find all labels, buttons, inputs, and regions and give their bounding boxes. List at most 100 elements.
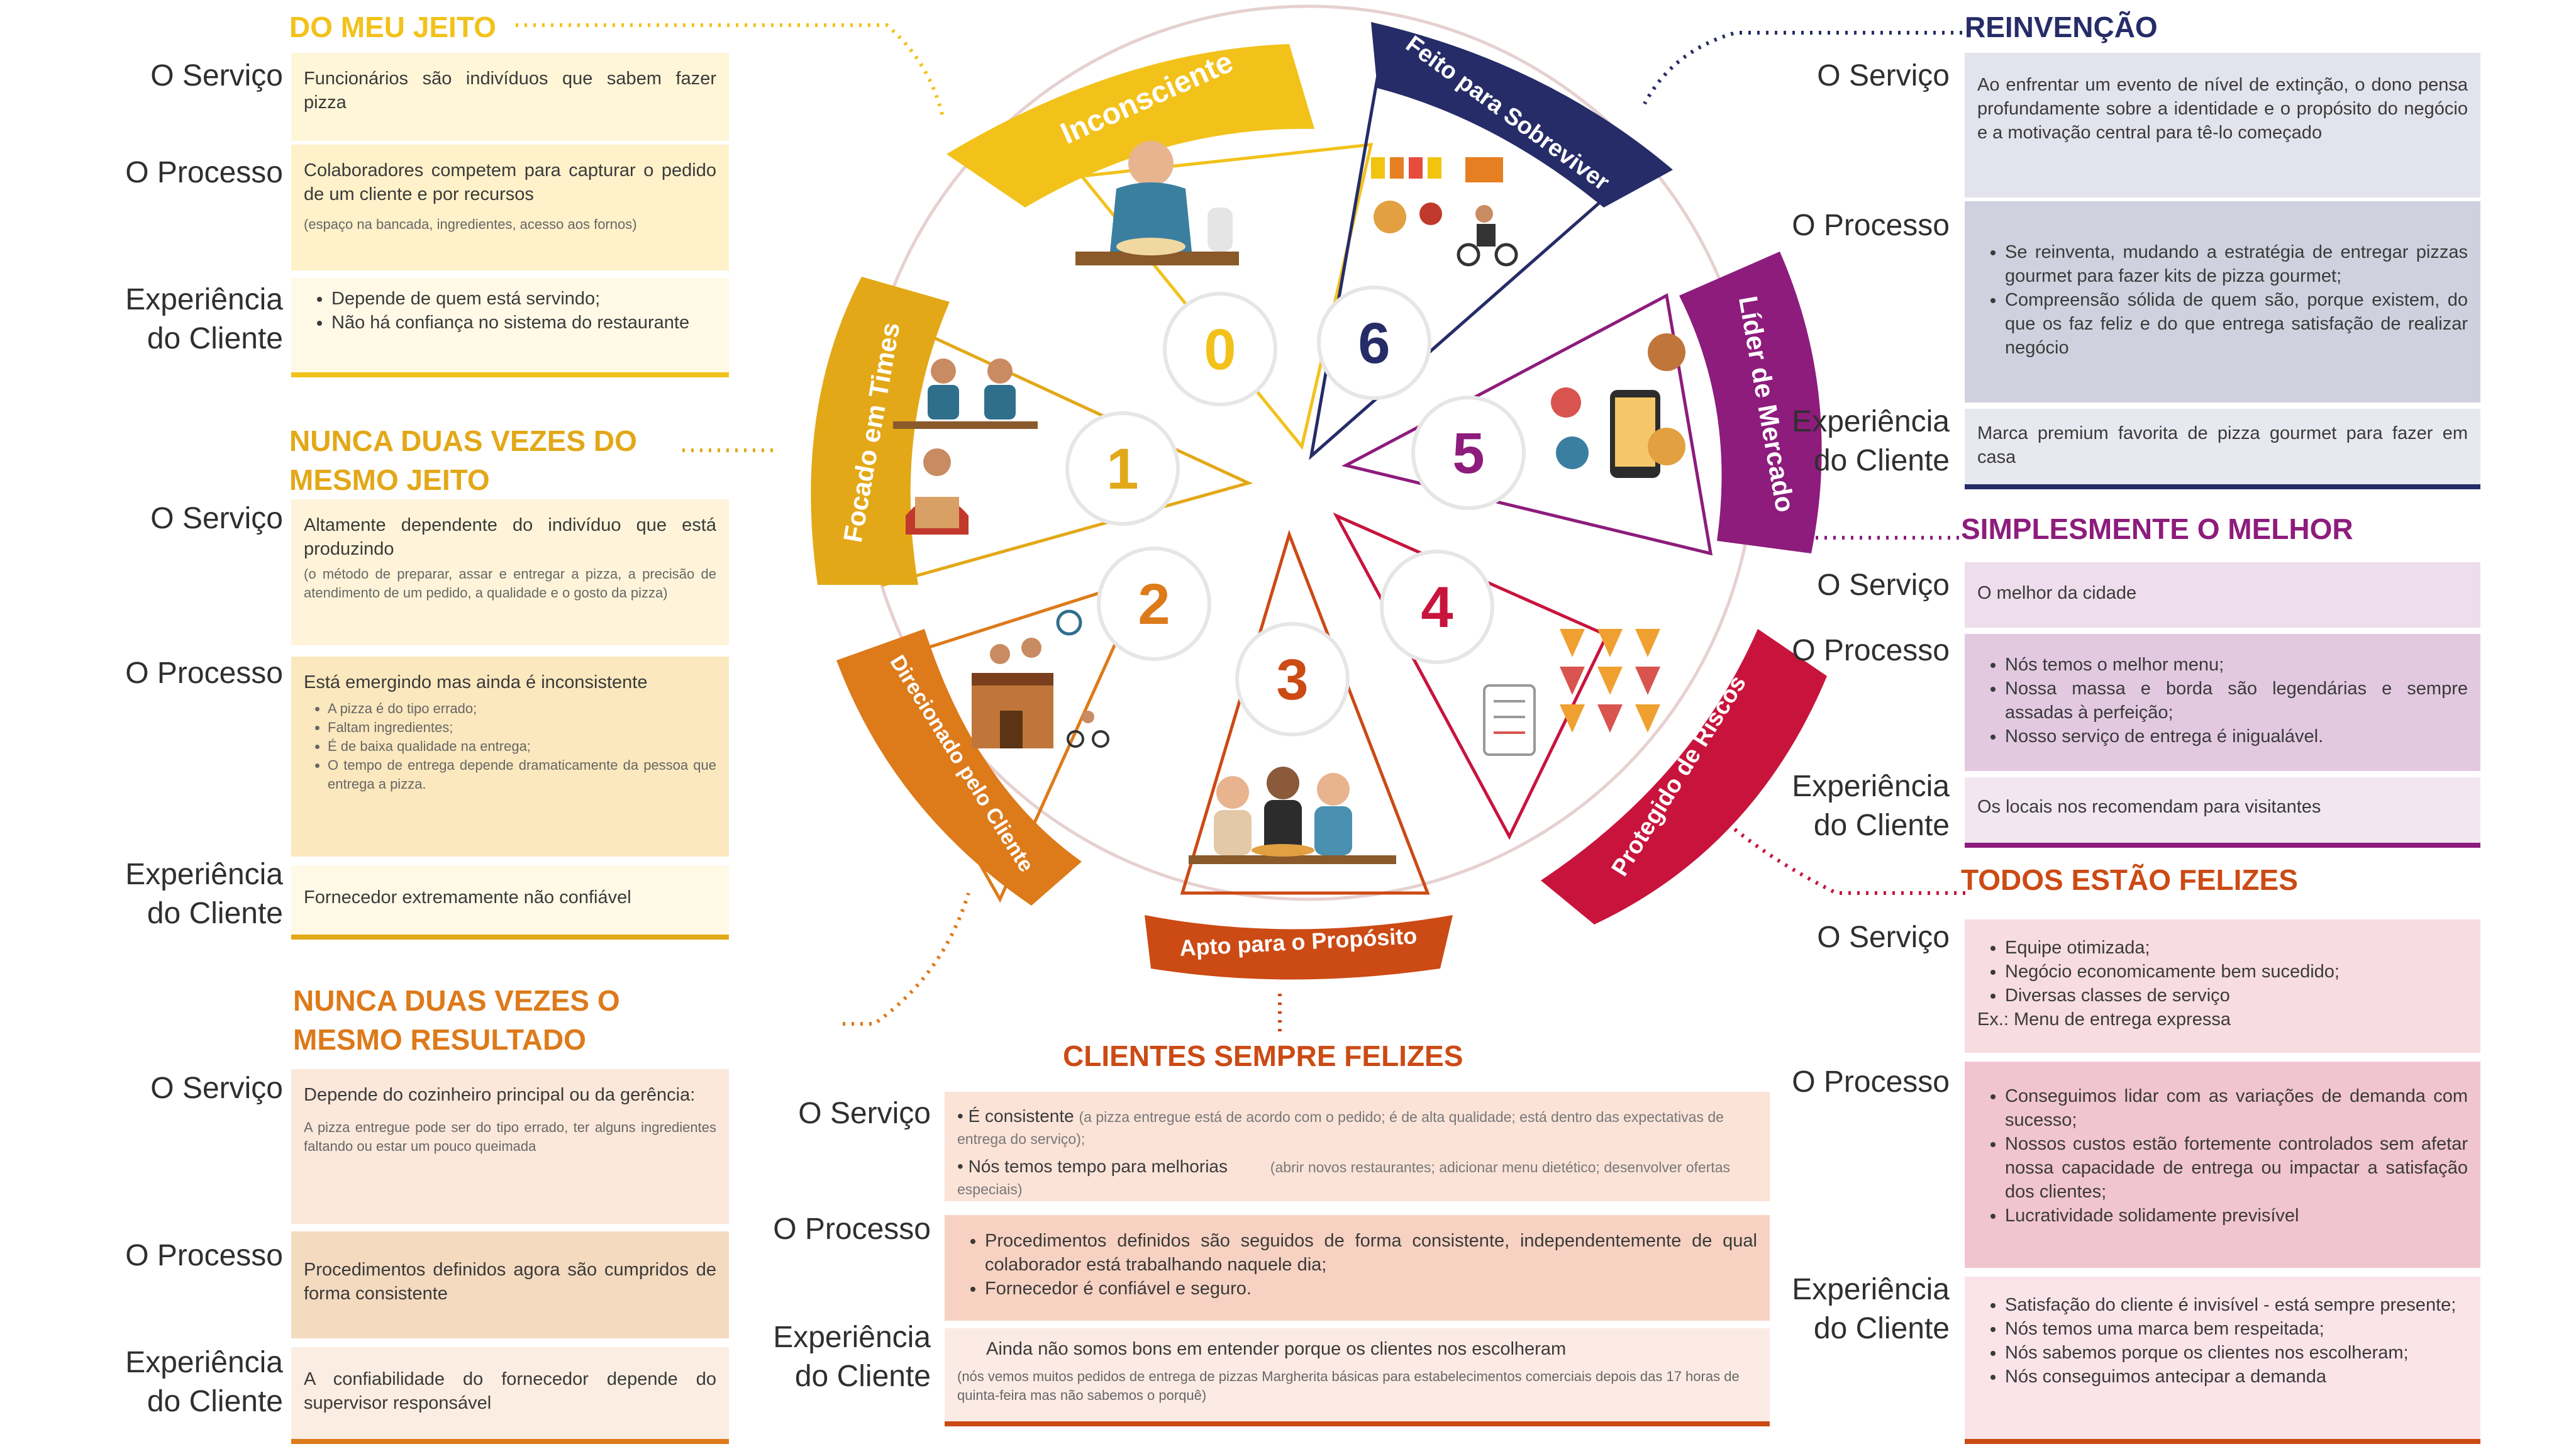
- p2-servico-box: Depende do cozinheiro principal ou da ge…: [291, 1069, 729, 1224]
- number-circle-5: 5: [1411, 396, 1526, 510]
- exp-line2: do Cliente: [147, 897, 283, 930]
- p1-title-line1: NUNCA DUAS VEZES DO: [289, 425, 637, 457]
- number-circle-6: 6: [1317, 286, 1431, 400]
- svg-text:2: 2: [1138, 572, 1170, 636]
- p1-processo-label: O Processo: [125, 657, 283, 690]
- phone-pizza-icon: [1551, 333, 1685, 478]
- p6-processo-label: O Processo: [1792, 209, 1950, 242]
- exp-line1: Experiência: [1792, 770, 1950, 803]
- p6-underline: [1965, 484, 2480, 489]
- p5-processo-label: O Processo: [1792, 634, 1950, 667]
- list-item: Conseguimos lidar com as variações de de…: [2005, 1084, 2468, 1132]
- p3-servico-item2: • Nós temos tempo para melhorias (abrir …: [957, 1157, 1731, 1197]
- list-item: Fornecedor é confiável e seguro.: [985, 1277, 1757, 1301]
- p6-experiencia-text: Marca premium favorita de pizza gourmet …: [1977, 423, 2468, 467]
- band-1: [811, 277, 950, 585]
- p2-title-line1: NUNCA DUAS VEZES O: [293, 984, 620, 1017]
- p1-servico-text: Altamente dependente do indivíduo que es…: [304, 515, 716, 559]
- p5-servico-box: O melhor da cidade: [1965, 562, 2480, 628]
- connector-p6: [1643, 31, 1962, 105]
- delivery-bike-icon-2: [1457, 205, 1518, 267]
- p1-title: NUNCA DUAS VEZES DO MESMO JEITO: [289, 421, 637, 499]
- svg-text:0: 0: [1204, 318, 1236, 382]
- list-item: Nós temos o melhor menu;: [2005, 653, 2468, 677]
- number-circle-0: 0: [1163, 292, 1277, 406]
- p0-processo-box: Colaboradores competem para capturar o p…: [291, 145, 729, 270]
- delivery-bike-icon: [1067, 711, 1109, 748]
- list-item: O tempo de entrega depende dramaticament…: [328, 756, 716, 794]
- p4-title: TODOS ESTÃO FELIZES: [1961, 863, 2298, 896]
- p3-servico-2a: Nós temos tempo para melhorias: [968, 1157, 1228, 1176]
- exp-line2: do Cliente: [794, 1360, 931, 1393]
- svg-text:3: 3: [1276, 648, 1308, 712]
- svg-text:5: 5: [1452, 421, 1484, 486]
- p2-servico-text: Depende do cozinheiro principal ou da ge…: [304, 1085, 696, 1105]
- list-item: Nossa massa e borda são legendárias e se…: [2005, 677, 2468, 724]
- number-circle-1: 1: [1065, 411, 1180, 526]
- p1-servico-box: Altamente dependente do indivíduo que es…: [291, 499, 729, 645]
- pizza-slices-icon: [1560, 629, 1660, 733]
- p2-underline: [291, 1439, 729, 1444]
- exp-line2: do Cliente: [147, 1385, 283, 1418]
- p1-title-line2: MESMO JEITO: [289, 464, 490, 496]
- p5-servico-text: O melhor da cidade: [1977, 583, 2137, 603]
- p0-servico-box: Funcionários são indivíduos que sabem fa…: [291, 53, 729, 141]
- p1-experiencia-box: Fornecedor extremamente não confiável: [291, 865, 729, 935]
- p5-title: SIMPLESMENTE O MELHOR: [1961, 513, 2353, 545]
- band-4: [1541, 629, 1827, 924]
- p0-underline: [291, 372, 729, 377]
- p1-experiencia-label: Experiência do Cliente: [75, 855, 283, 933]
- p1-underline: [291, 935, 729, 940]
- list-item: A pizza é do tipo errado;: [328, 699, 716, 718]
- band-2: [836, 629, 1082, 906]
- exp-line2: do Cliente: [1813, 444, 1950, 477]
- exp-line1: Experiência: [125, 858, 283, 891]
- exp-line2: do Cliente: [1813, 809, 1950, 842]
- p6-title: REINVENÇÃO: [1965, 11, 2158, 43]
- number-circle-3: 3: [1235, 622, 1350, 736]
- p2-servico-label: O Serviço: [150, 1072, 283, 1105]
- p6-servico-label: O Serviço: [1817, 59, 1950, 92]
- p4-servico-extra: Ex.: Menu de entrega expressa: [1977, 1009, 2231, 1030]
- p0-servico-text: Funcionários são indivíduos que sabem fa…: [304, 69, 716, 113]
- p3-experiencia-note: (nós vemos muitos pedidos de entrega de …: [957, 1368, 1740, 1403]
- p2-experiencia-box: A confiabilidade do fornecedor depende d…: [291, 1347, 729, 1439]
- connector-p0: [516, 23, 945, 120]
- list-item: Negócio economicamente bem sucedido;: [2005, 960, 2468, 984]
- p1-servico-note: (o método de preparar, assar e entregar …: [304, 566, 716, 601]
- p6-processo-list: Se reinventa, mudando a estratégia de en…: [1977, 240, 2468, 360]
- p2-processo-label: O Processo: [125, 1239, 283, 1272]
- p1-processo-box: Está emergindo mas ainda é inconsistente…: [291, 657, 729, 857]
- p0-title: DO MEU JEITO: [289, 11, 496, 43]
- p3-servico-box: • É consistente (a pizza entregue está d…: [945, 1092, 1770, 1201]
- list-item: Procedimentos definidos são seguidos de …: [985, 1229, 1757, 1277]
- p4-underline: [1965, 1439, 2480, 1444]
- p4-servico-list: Equipe otimizada; Negócio economicamente…: [1977, 936, 2468, 1008]
- p6-processo-box: Se reinventa, mudando a estratégia de en…: [1965, 201, 2480, 402]
- p2-title-line2: MESMO RESULTADO: [293, 1023, 586, 1056]
- exp-line1: Experiência: [773, 1321, 931, 1354]
- checklist-icon: [1483, 684, 1536, 756]
- list-item: Não há confiança no sistema do restauran…: [331, 311, 716, 335]
- p3-processo-label: O Processo: [773, 1213, 931, 1246]
- p1-processo-list: A pizza é do tipo errado; Faltam ingredi…: [304, 699, 716, 794]
- p4-processo-box: Conseguimos lidar com as variações de de…: [1965, 1062, 2480, 1268]
- p3-servico-1b: (a pizza entregue está de acordo com o p…: [957, 1109, 1724, 1147]
- p4-experiencia-box: Satisfação do cliente é invisível - está…: [1965, 1277, 2480, 1439]
- p3-experiencia-text: Ainda não somos bons em entender porque …: [986, 1339, 1567, 1359]
- p2-processo-box: Procedimentos definidos agora são cumpri…: [291, 1231, 729, 1338]
- p3-title: CLIENTES SEMPRE FELIZES: [1063, 1040, 1463, 1072]
- p3-processo-box: Procedimentos definidos são seguidos de …: [945, 1215, 1770, 1321]
- p5-experiencia-text: Os locais nos recomendam para visitantes: [1977, 797, 2321, 817]
- p2-processo-text: Procedimentos definidos agora são cumpri…: [304, 1260, 716, 1304]
- p0-experiencia-box: Depende de quem está servindo; Não há co…: [291, 278, 729, 372]
- p0-processo-text: Colaboradores competem para capturar o p…: [304, 160, 716, 204]
- p1-servico-label: O Serviço: [150, 502, 283, 535]
- p5-underline: [1965, 843, 2480, 848]
- exp-line1: Experiência: [125, 283, 283, 316]
- p2-servico-note: A pizza entregue pode ser do tipo errado…: [304, 1119, 716, 1154]
